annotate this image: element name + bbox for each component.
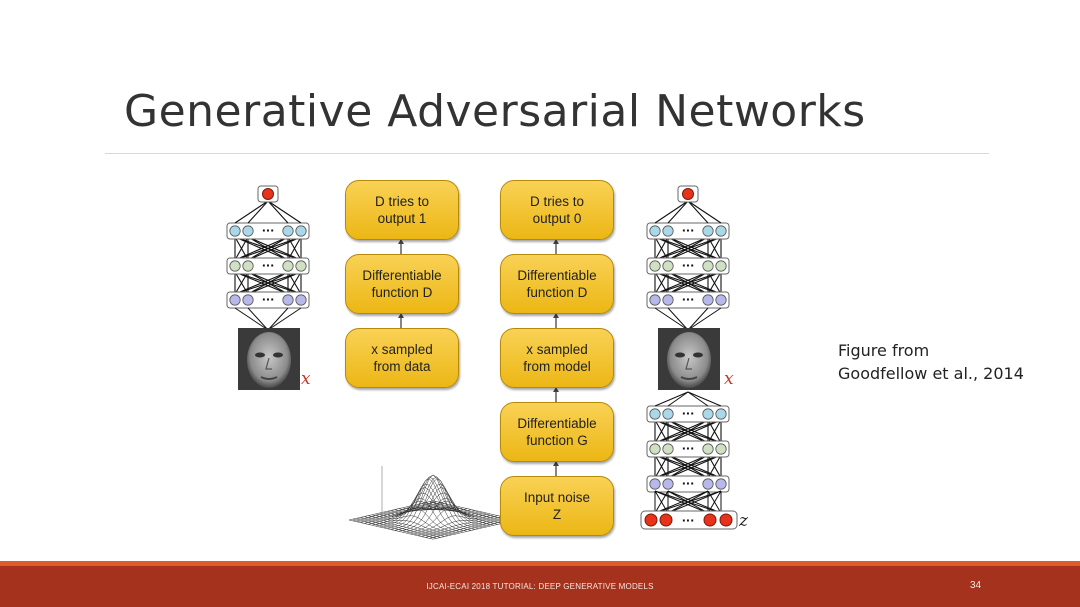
layer-ellipsis: ··· [262, 224, 275, 237]
layer-ellipsis: ··· [682, 442, 695, 455]
face-images [238, 328, 720, 390]
discriminator-network-data: ··· ··· ··· [226, 185, 310, 331]
neuron [649, 478, 661, 490]
neuron [649, 225, 661, 237]
gaussian-surface-plot [348, 466, 518, 540]
layer-ellipsis: ··· [682, 477, 695, 490]
caption-line-2: Goodfellow et al., 2014 [838, 364, 1024, 383]
neuron [649, 408, 661, 420]
neuron [295, 260, 307, 272]
neuron [662, 294, 674, 306]
layer-ellipsis: ··· [682, 293, 695, 306]
layer-ellipsis: ··· [262, 293, 275, 306]
footer-accent-line [0, 561, 1080, 566]
neuron [702, 225, 714, 237]
neuron [715, 478, 727, 490]
neuron [662, 225, 674, 237]
flow-arrows [398, 239, 559, 476]
neuron [649, 294, 661, 306]
right-box-function-d: Differentiable function D [500, 254, 614, 314]
neuron [662, 408, 674, 420]
right-box-input-noise: Input noise Z [500, 476, 614, 536]
discriminator-network-model: ··· ··· ··· [646, 185, 730, 331]
neuron [702, 294, 714, 306]
right-box-function-g: Differentiable function G [500, 402, 614, 462]
neuron [702, 260, 714, 272]
neuron [649, 260, 661, 272]
figure-caption: Figure from Goodfellow et al., 2014 [838, 339, 1024, 385]
face-image-data [238, 328, 300, 390]
right-box-d-output-0: D tries to output 0 [500, 180, 614, 240]
slide-title: Generative Adversarial Networks [124, 86, 866, 137]
footer-text: IJCAI-ECAI 2018 TUTORIAL: DEEP GENERATIV… [426, 582, 654, 591]
layer-ellipsis: ··· [682, 224, 695, 237]
neuron [229, 225, 241, 237]
neuron [702, 408, 714, 420]
left-net-output-node [262, 188, 274, 200]
noise-node [719, 513, 733, 527]
neuron [715, 408, 727, 420]
arrow-head [553, 313, 559, 318]
left-box-d-output-1: D tries to output 1 [345, 180, 459, 240]
arrow-head [553, 239, 559, 244]
neuron [229, 294, 241, 306]
noise-ellipsis: ··· [682, 514, 695, 527]
neuron [715, 294, 727, 306]
neuron [295, 294, 307, 306]
neuron [282, 225, 294, 237]
page-number: 34 [970, 580, 982, 591]
right-box-x-from-model: x sampled from model [500, 328, 614, 388]
neuron [662, 443, 674, 455]
neuron [715, 443, 727, 455]
variable-x-right: x [724, 369, 734, 389]
variable-x-left: x [301, 369, 311, 389]
neuron [242, 294, 254, 306]
neuron [242, 225, 254, 237]
left-box-function-d: Differentiable function D [345, 254, 459, 314]
neuron [282, 260, 294, 272]
caption-line-1: Figure from [838, 341, 930, 360]
arrow-head [553, 387, 559, 392]
neuron [282, 294, 294, 306]
neuron [649, 443, 661, 455]
face-image-model [658, 328, 720, 390]
layer-ellipsis: ··· [682, 259, 695, 272]
noise-node [659, 513, 673, 527]
layer-ellipsis: ··· [682, 407, 695, 420]
right-net-output-node [682, 188, 694, 200]
arrow-head [553, 461, 559, 466]
neuron [662, 260, 674, 272]
neuron [715, 225, 727, 237]
generator-network: ··· ··· ··· ··· [640, 391, 738, 530]
layer-ellipsis: ··· [262, 259, 275, 272]
noise-node [703, 513, 717, 527]
neuron [242, 260, 254, 272]
neuron [229, 260, 241, 272]
variable-z: z [739, 511, 748, 531]
neuron [715, 260, 727, 272]
arrow-head [398, 313, 404, 318]
neuron [702, 443, 714, 455]
neuron [702, 478, 714, 490]
left-box-x-from-data: x sampled from data [345, 328, 459, 388]
footer-bar [0, 566, 1080, 607]
noise-node [644, 513, 658, 527]
title-divider [105, 153, 989, 154]
arrow-head [398, 239, 404, 244]
neuron [662, 478, 674, 490]
neuron [295, 225, 307, 237]
